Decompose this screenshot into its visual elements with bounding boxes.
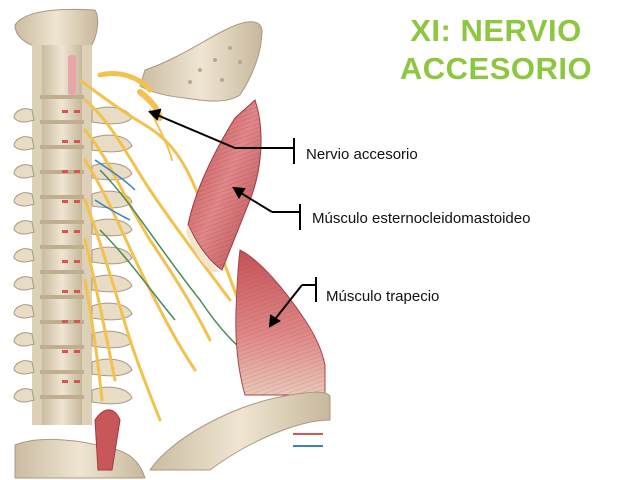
occipital-bone: [139, 21, 263, 102]
artery-marker: [74, 200, 80, 203]
vertebra-segment: [40, 295, 84, 299]
process-left: [13, 220, 35, 235]
label-trapecio: Músculo trapecio: [326, 288, 440, 305]
vertebra-segment: [40, 370, 84, 374]
artery-marker: [62, 140, 68, 143]
process-left: [13, 388, 35, 403]
process-left: [13, 136, 35, 151]
color-legend-lines: [293, 433, 323, 447]
process-left: [13, 332, 35, 347]
leader-line-nerve: [147, 108, 295, 164]
leader-line-scm: [232, 186, 301, 230]
sternocleidomastoid-muscle: [186, 99, 262, 272]
title-line-2: ACCESORIO: [399, 51, 593, 86]
vertebra-segment: [40, 120, 84, 124]
slide-title: XI: NERVIO ACCESORIO: [372, 12, 620, 88]
artery-marker: [62, 200, 68, 203]
artery-marker: [62, 230, 68, 233]
artery-marker: [74, 140, 80, 143]
artery-marker: [74, 260, 80, 263]
process-left: [13, 304, 35, 319]
artery-marker: [74, 290, 80, 293]
process-right: [91, 246, 133, 265]
vascular-branches: [94, 159, 251, 356]
shoulder-bones: [14, 391, 331, 479]
artery-marker: [74, 350, 80, 353]
process-right: [91, 302, 133, 321]
process-right: [91, 106, 133, 125]
artery-marker: [62, 320, 68, 323]
vertebra-segment: [40, 195, 84, 199]
vertebra-segment: [40, 245, 84, 249]
artery-marker: [74, 230, 80, 233]
artery-markers: [62, 110, 80, 383]
artery-marker: [74, 110, 80, 113]
label-nervio-accesorio: Nervio accesorio: [306, 146, 418, 163]
artery-marker: [62, 380, 68, 383]
artery-marker: [74, 380, 80, 383]
process-left: [13, 108, 35, 123]
process-left: [13, 164, 35, 179]
leader-line-trapezius: [268, 277, 317, 328]
title-line-1: XI: NERVIO: [410, 13, 582, 48]
vertebral-column: [32, 45, 92, 425]
process-left: [13, 248, 35, 263]
vertebra-segment: [40, 395, 84, 399]
vertebra-segment: [40, 145, 84, 149]
process-left: [13, 360, 35, 375]
artery-marker: [74, 170, 80, 173]
vertebra-segment: [40, 270, 84, 274]
artery-marker: [62, 350, 68, 353]
process-left: [13, 276, 35, 291]
process-right: [91, 386, 133, 405]
artery-marker: [62, 110, 68, 113]
artery-marker: [62, 170, 68, 173]
transverse-processes-left: [13, 108, 35, 403]
process-right: [91, 330, 133, 349]
vertebra-segment: [40, 95, 84, 99]
artery-marker: [62, 290, 68, 293]
process-left: [13, 192, 35, 207]
artery-marker: [62, 260, 68, 263]
label-esternocleidomastoideo: Músculo esternocleidomastoideo: [312, 210, 531, 227]
skull-base: [14, 8, 99, 49]
artery-marker: [74, 320, 80, 323]
vertebra-segment: [40, 345, 84, 349]
trapezius-muscle: [235, 249, 326, 396]
vertebra-segment: [40, 220, 84, 224]
